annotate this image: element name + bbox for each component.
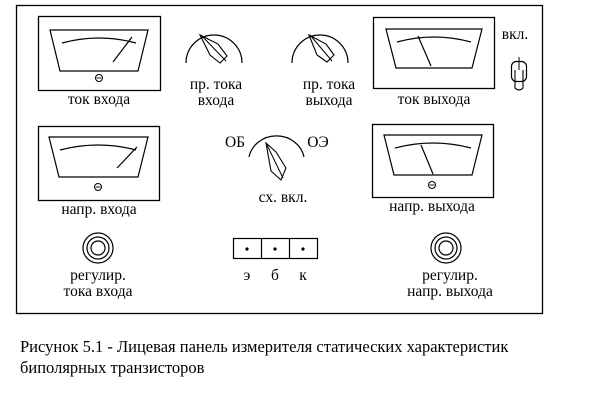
meter-output-current: [372, 16, 496, 90]
caption-line-2: биполярных транзисторов: [20, 358, 205, 377]
meter-input-current: [37, 15, 162, 92]
input-current-adjust-knob[interactable]: [82, 232, 114, 264]
label-circuit-config: сх. вкл.: [258, 189, 308, 206]
label-circuit-ce: ОЭ: [307, 134, 329, 151]
panel-border: [15, 4, 544, 315]
terminal-emitter: [245, 247, 249, 251]
terminal-collector: [301, 247, 305, 251]
label-output-voltage-adjust: регулир. напр. выхода: [407, 267, 493, 300]
label-power: вкл.: [501, 26, 529, 43]
caption-line-1: Рисунок 5.1 - Лицевая панель измерителя …: [20, 337, 509, 356]
label-terminal-collector: к: [299, 267, 307, 284]
meter-input-voltage: [37, 125, 161, 202]
label-circuit-cb: ОБ: [224, 134, 246, 151]
circuit-config-switch[interactable]: [248, 135, 305, 181]
switch-pointer: [198, 33, 228, 64]
meter-needle: [112, 36, 133, 63]
label-terminal-base: б: [271, 267, 279, 284]
label-output-voltage: напр. выхода: [389, 198, 475, 215]
meter-output-voltage: [371, 123, 495, 199]
label-terminal-emitter: э: [243, 267, 251, 284]
label-input-current-range: пр. тока входа: [189, 76, 243, 109]
label-output-current-range: пр. тока выхода: [302, 76, 356, 109]
zero-adjust-screw: [94, 183, 102, 191]
label-input-voltage: напр. входа: [61, 201, 137, 218]
meter-needle: [420, 144, 434, 175]
zero-adjust-screw: [95, 74, 103, 82]
output-current-range-switch[interactable]: [291, 33, 349, 64]
power-toggle-switch[interactable]: [510, 57, 528, 91]
label-output-current: ток выхода: [397, 91, 471, 108]
switch-pointer: [265, 141, 287, 181]
input-current-range-switch[interactable]: [185, 33, 243, 64]
zero-adjust-screw: [428, 181, 436, 189]
meter-needle: [417, 35, 432, 67]
output-voltage-adjust-knob[interactable]: [430, 232, 462, 264]
meter-needle: [116, 146, 138, 169]
figure-caption: Рисунок 5.1 - Лицевая панель измерителя …: [20, 336, 508, 378]
terminal-base: [273, 247, 277, 251]
terminal-block[interactable]: [232, 237, 319, 260]
label-input-current: ток входа: [67, 91, 131, 108]
label-input-current-adjust: регулир. тока входа: [63, 267, 133, 300]
